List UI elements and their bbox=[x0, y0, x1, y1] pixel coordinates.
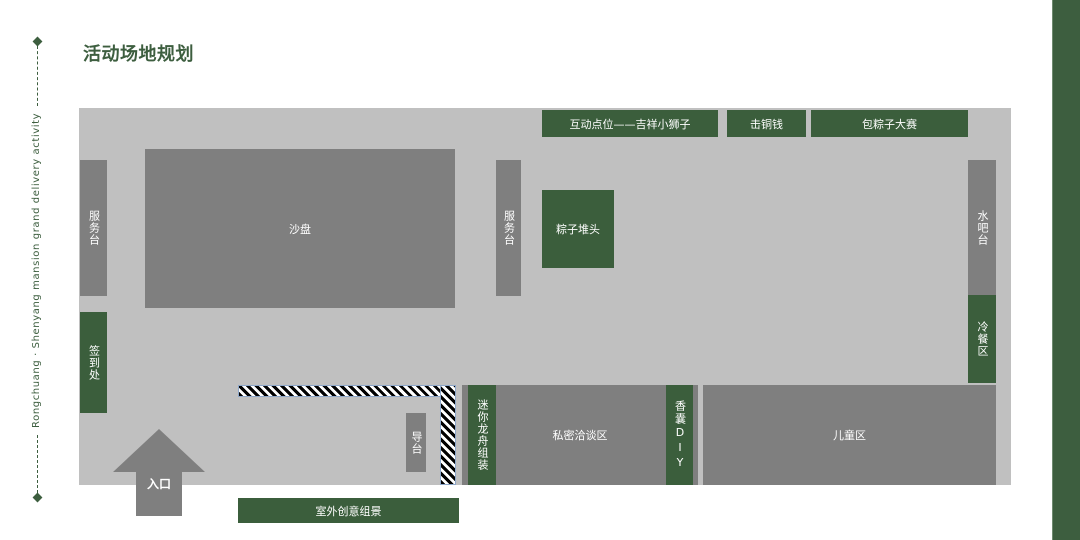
zone-copper-coin: 击铜钱 bbox=[727, 110, 806, 137]
page-title: 活动场地规划 bbox=[83, 44, 194, 65]
zone-kids-area: 儿童区 bbox=[703, 385, 996, 485]
zone-label: 香囊DIY bbox=[673, 399, 687, 471]
zone-service-desk-left: 服务台 bbox=[80, 160, 107, 296]
zone-label: 儿童区 bbox=[833, 429, 866, 442]
zone-outdoor-scene: 室外创意组景 bbox=[238, 498, 459, 523]
zone-label: 粽子堆头 bbox=[556, 223, 600, 236]
right-accent-bar bbox=[1052, 0, 1080, 540]
zone-label: 冷餐区 bbox=[976, 321, 989, 357]
side-dashed-line-bottom bbox=[37, 435, 38, 493]
zone-label: 互动点位——吉祥小狮子 bbox=[569, 117, 691, 131]
diamond-bottom-icon bbox=[32, 492, 43, 503]
zone-sachet-diy: 香囊DIY bbox=[666, 385, 693, 485]
side-caption: Rongchuang · Shenyang mansion grand deli… bbox=[31, 112, 42, 429]
zone-label: 服务台 bbox=[87, 210, 101, 246]
zone-service-desk-middle: 服务台 bbox=[496, 160, 521, 296]
zone-label: 包粽子大赛 bbox=[862, 117, 917, 131]
zone-mini-dragon-boat: 迷你龙舟组装 bbox=[468, 385, 496, 485]
barrier-vertical bbox=[440, 385, 456, 485]
zone-zongzi-contest: 包粽子大赛 bbox=[811, 110, 968, 137]
entrance-arrow-icon bbox=[113, 429, 205, 517]
zone-label: 私密洽谈区 bbox=[552, 429, 608, 442]
diamond-top-icon bbox=[32, 36, 43, 47]
zone-water-bar: 水吧台 bbox=[968, 160, 996, 295]
zone-label: 签到处 bbox=[87, 344, 101, 381]
zone-label: 服务台 bbox=[502, 210, 516, 246]
zone-label: 击铜钱 bbox=[750, 117, 783, 131]
zone-zongzi-display: 粽子堆头 bbox=[542, 190, 614, 268]
zone-label: 迷你龙舟组装 bbox=[476, 399, 489, 471]
zone-sand-table: 沙盘 bbox=[145, 149, 455, 308]
entrance-label: 入口 bbox=[146, 476, 171, 491]
zone-sign-in: 签到处 bbox=[80, 312, 107, 413]
zone-guide-desk: 导台 bbox=[406, 413, 426, 472]
zone-interactive-lion: 互动点位——吉祥小狮子 bbox=[542, 110, 718, 137]
zone-label: 室外创意组景 bbox=[315, 504, 382, 518]
zone-private-talk-area: 私密洽谈区 bbox=[462, 385, 698, 485]
zone-cold-buffet: 冷餐区 bbox=[968, 295, 996, 383]
zone-label: 导台 bbox=[410, 430, 423, 455]
zone-label: 水吧台 bbox=[976, 209, 989, 246]
barrier-horizontal bbox=[238, 385, 456, 397]
side-dashed-line-top bbox=[37, 46, 38, 106]
zone-label: 沙盘 bbox=[289, 222, 311, 236]
